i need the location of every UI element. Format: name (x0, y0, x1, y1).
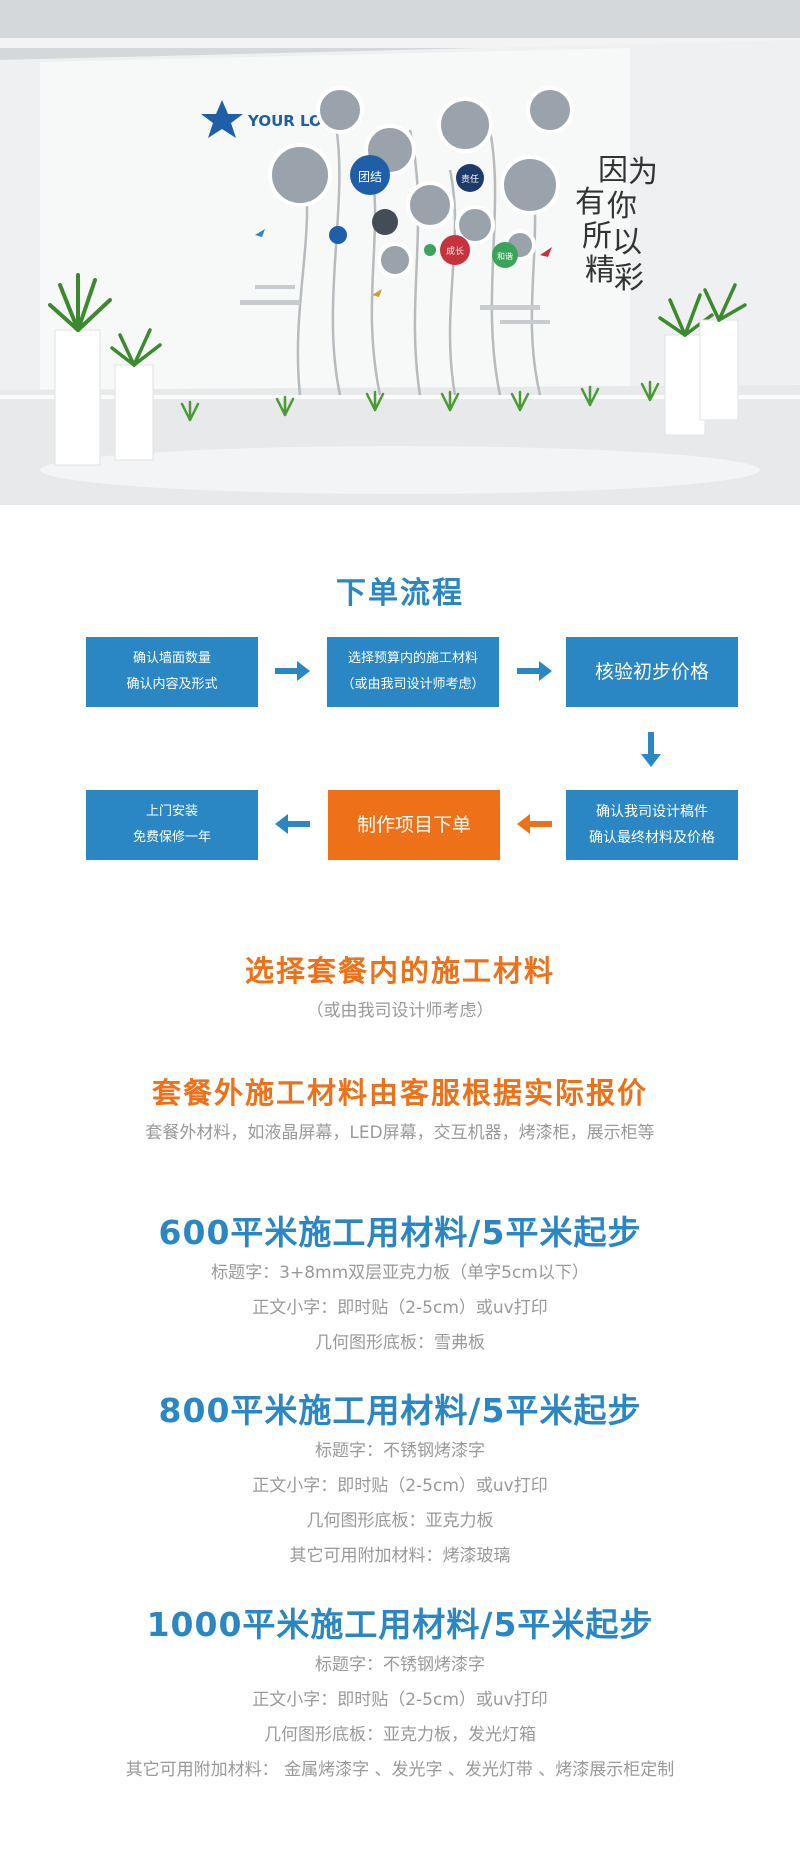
package-800-line: 正文小字：即时贴（2-5cm）或uv打印 (252, 1476, 548, 1496)
flow-step-6: 上门安装 免费保修一年 (86, 790, 258, 860)
svg-text:团结: 团结 (358, 170, 382, 184)
flow-title: 下单流程 (336, 576, 464, 611)
materials-subtitle: （或由我司设计师考虑） (306, 1001, 494, 1021)
package-800-line: 其它可用附加材料：烤漆玻璃 (289, 1546, 511, 1566)
svg-text:以: 以 (612, 225, 642, 260)
svg-text:所: 所 (582, 219, 612, 254)
arrow-left-icon (275, 814, 310, 834)
plant-pot-right (658, 293, 714, 436)
slogan-calligraphy: 因 为 有 你 所 以 精 彩 (575, 153, 658, 296)
svg-text:成长: 成长 (446, 245, 464, 257)
arrow-right-icon (275, 661, 310, 681)
hero-bubble-navy: 责任 (456, 164, 484, 192)
package-800-line: 几何图形底板：亚克力板 (306, 1511, 494, 1531)
extra-subtitle: 套餐外材料，如液晶屏幕，LED屏幕，交互机器，烤漆柜，展示柜等 (145, 1123, 655, 1143)
package-600-line: 标题字：3+8mm双层亚克力板（单字5cm以下） (211, 1263, 589, 1283)
logo-star-icon (201, 100, 243, 138)
svg-text:为: 为 (628, 155, 658, 190)
svg-text:彩: 彩 (614, 261, 644, 296)
svg-text:责任: 责任 (461, 173, 479, 185)
flow-step-3: 核验初步价格 (566, 637, 738, 707)
svg-text:有: 有 (575, 185, 605, 220)
package-800-line: 标题字：不锈钢烤漆字 (315, 1441, 485, 1461)
svg-text:你: 你 (607, 189, 637, 224)
flow-step-1: 确认墙面数量 确认内容及形式 (86, 637, 258, 707)
hero-render-image: YOUR LOGO 团结 责任 成长 和谐 (0, 0, 800, 505)
arrow-left-orange-icon (517, 814, 552, 834)
package-1000-line: 几何图形底板：亚克力板，发光灯箱 (264, 1725, 536, 1745)
plant-pot-left (48, 273, 112, 466)
plant-pot-left-2 (110, 328, 162, 461)
bird-icon (540, 247, 552, 257)
materials-title: 选择套餐内的施工材料 (244, 954, 555, 988)
flow-step-4: 确认我司设计稿件 确认最终材料及价格 (566, 790, 738, 860)
hero-bubble-blue: 团结 (350, 155, 390, 195)
package-1000-line: 其它可用附加材料： 金属烤漆字 、发光字 、发光灯带 、烤漆展示柜定制 (125, 1760, 675, 1780)
svg-text:精: 精 (585, 253, 615, 288)
package-600-title: 600平米施工用材料/5平米起步 (158, 1213, 642, 1252)
svg-text:和谐: 和谐 (497, 251, 513, 261)
arrow-down-icon (641, 732, 661, 767)
package-1000-line: 正文小字：即时贴（2-5cm）或uv打印 (252, 1690, 548, 1710)
package-1000-title: 1000平米施工用材料/5平米起步 (146, 1605, 654, 1644)
hero-bubble-red: 成长 (440, 235, 470, 265)
flow-step-2: 选择预算内的施工材料 （或由我司设计师考虑） (327, 637, 499, 707)
package-600-line: 正文小字：即时贴（2-5cm）或uv打印 (252, 1298, 548, 1318)
arrow-right-icon (517, 661, 552, 681)
extra-title: 套餐外施工材料由客服根据实际报价 (151, 1076, 648, 1110)
flow-step-5: 制作项目下单 (328, 790, 500, 860)
plant-pot-right-2 (699, 283, 747, 421)
package-800-title: 800平米施工用材料/5平米起步 (158, 1391, 642, 1430)
package-1000-line: 标题字：不锈钢烤漆字 (315, 1655, 485, 1675)
culture-wall-illustration: YOUR LOGO 团结 责任 成长 和谐 (0, 0, 800, 505)
hero-bubble-green: 和谐 (492, 242, 518, 268)
svg-text:因: 因 (598, 153, 628, 188)
package-600-line: 几何图形底板：雪弗板 (315, 1333, 485, 1353)
